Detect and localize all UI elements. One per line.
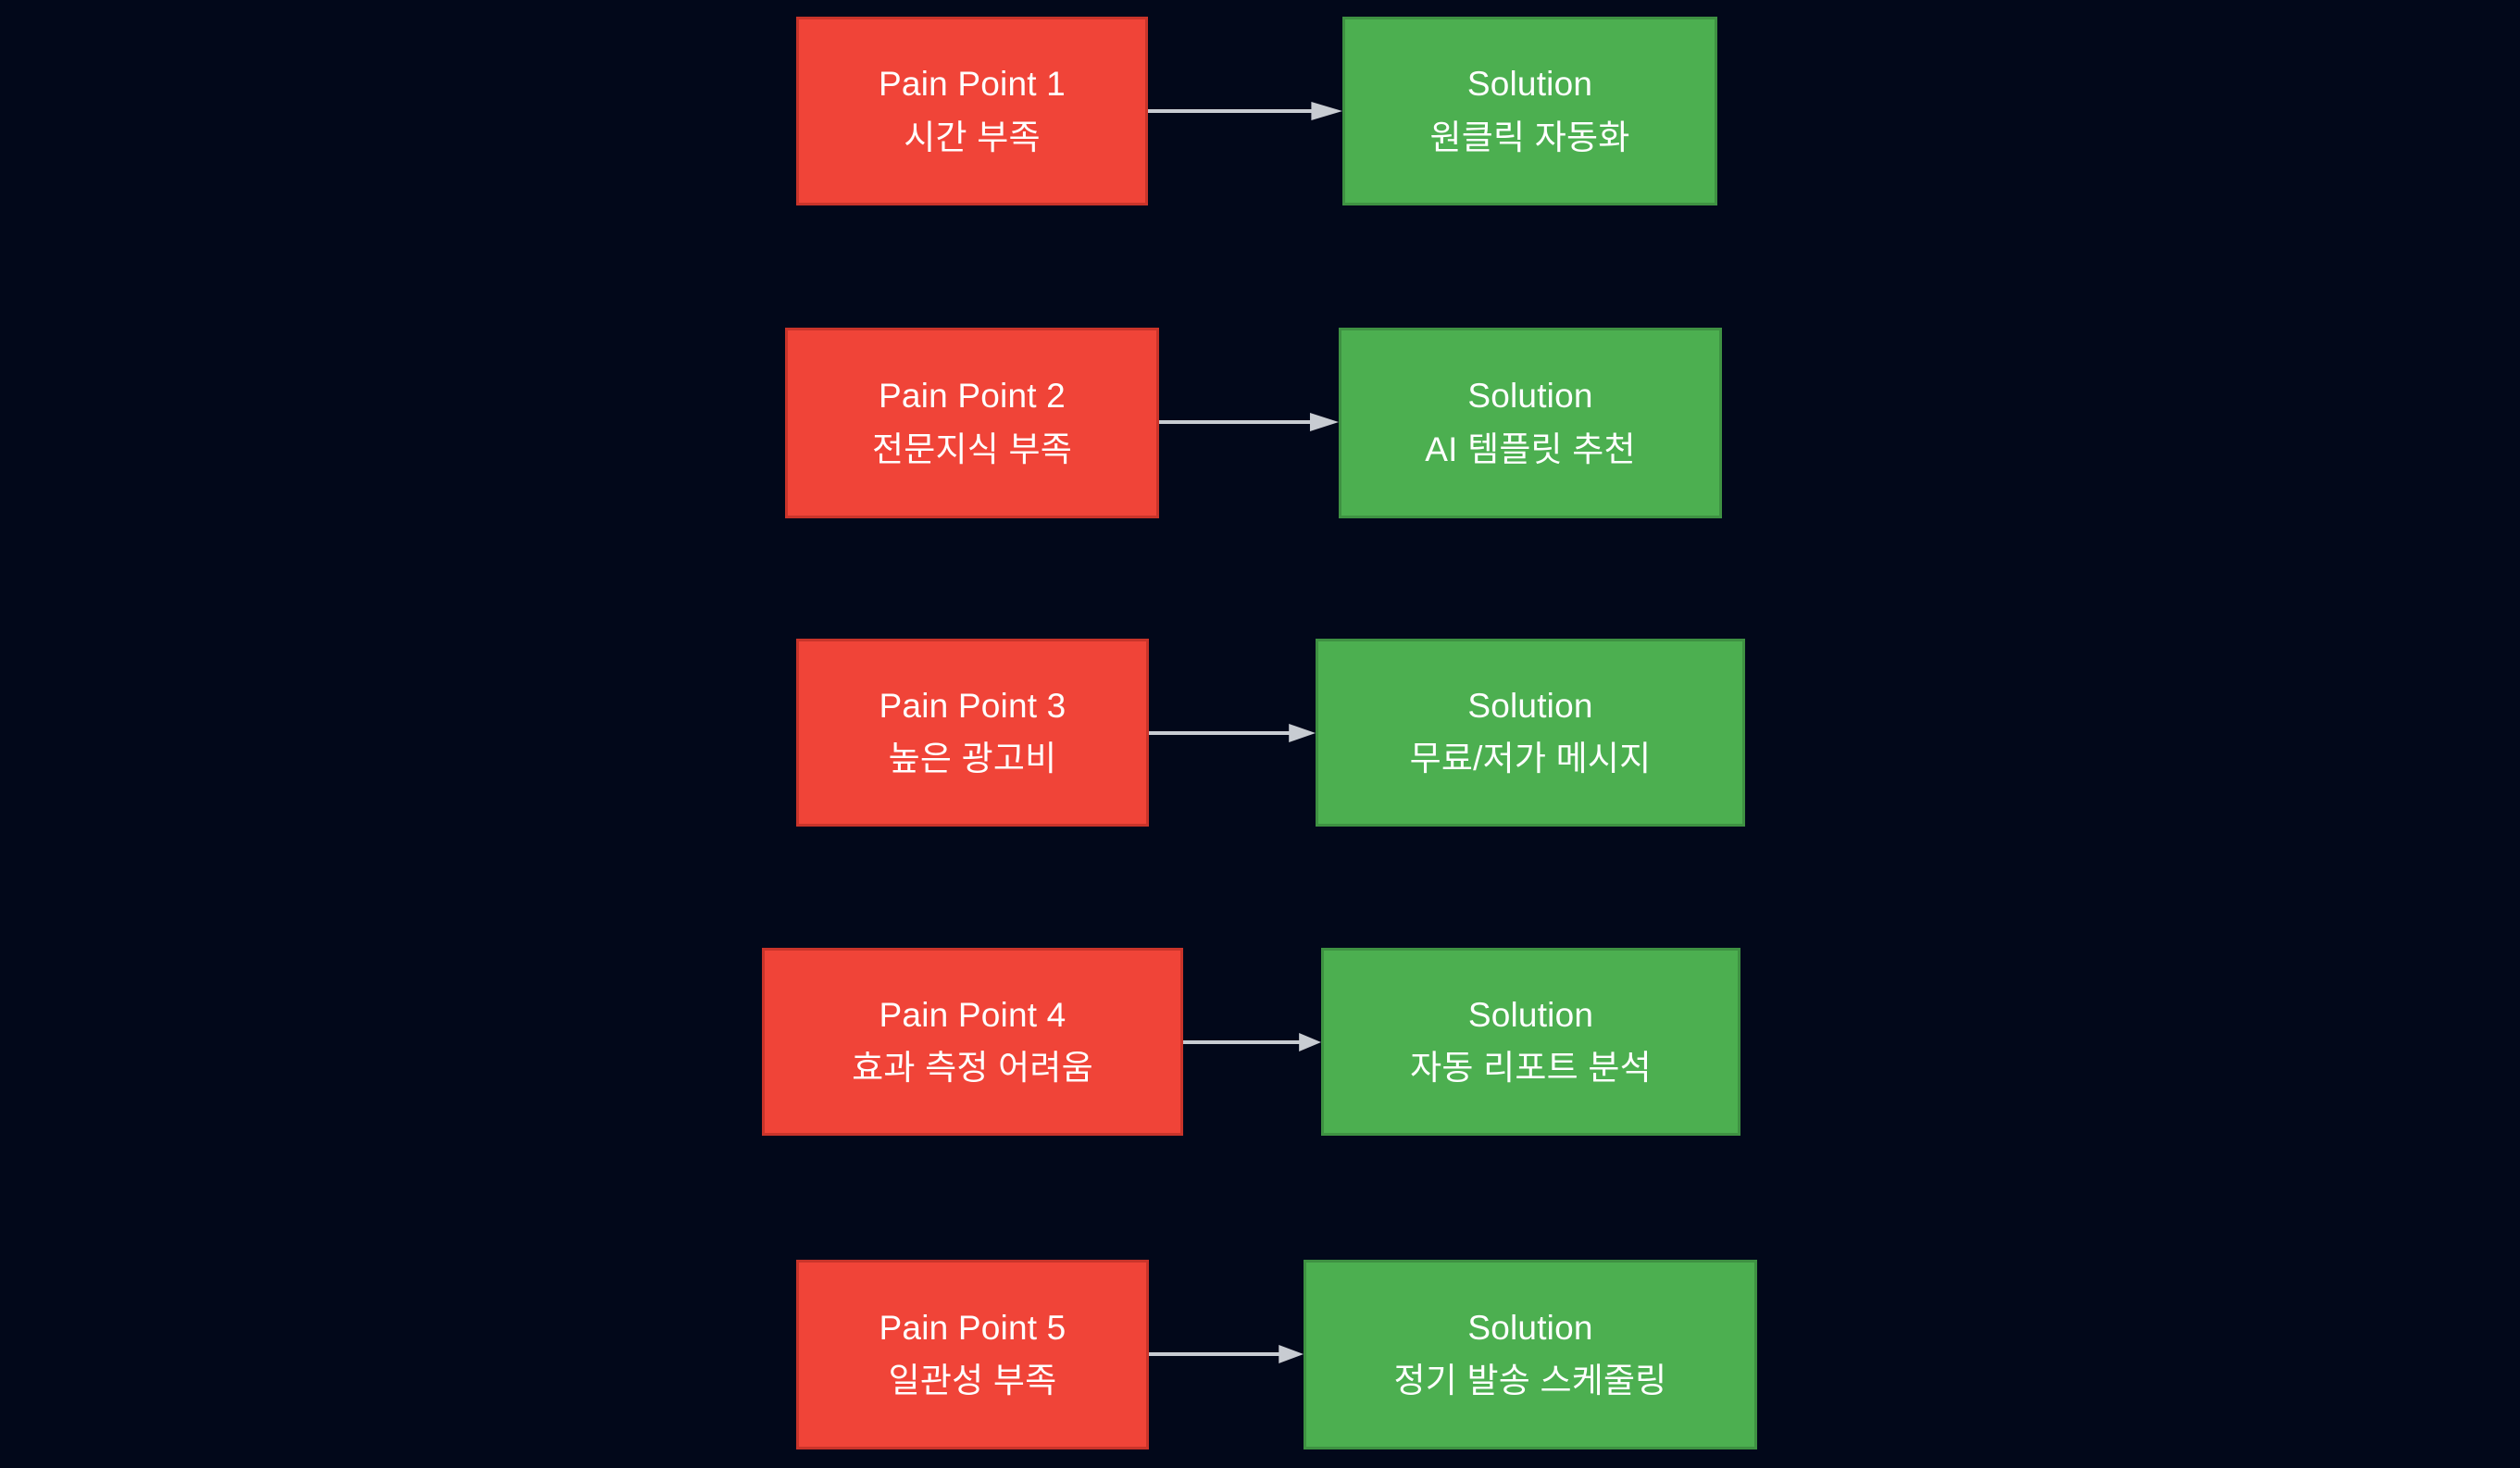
solution-detail-2: AI 템플릿 추천	[1425, 429, 1636, 468]
pain-point-detail-4: 효과 측정 어려움	[852, 1049, 1093, 1087]
arrow-icon	[1149, 724, 1316, 742]
solution-title-2: Solution	[1467, 377, 1593, 416]
arrow-connector-1	[1148, 93, 1342, 130]
arrow-connector-3	[1149, 715, 1316, 752]
arrow-connector-4	[1183, 1024, 1321, 1061]
pain-point-title-3: Pain Point 3	[879, 686, 1067, 725]
pain-point-node-2[interactable]: Pain Point 2 전문지식 부족	[785, 328, 1159, 518]
solution-title-5: Solution	[1467, 1308, 1593, 1347]
pain-point-detail-5: 일관성 부족	[888, 1362, 1057, 1400]
solution-title-4: Solution	[1467, 995, 1594, 1034]
pain-point-detail-2: 전문지식 부족	[872, 429, 1072, 468]
arrow-icon	[1159, 413, 1339, 431]
pain-point-title-2: Pain Point 2	[879, 377, 1066, 416]
solution-title-3: Solution	[1467, 686, 1593, 725]
pain-point-node-1[interactable]: Pain Point 1 시간 부족	[796, 17, 1148, 205]
pain-point-node-3[interactable]: Pain Point 3 높은 광고비	[796, 639, 1149, 827]
solution-title-1: Solution	[1466, 65, 1593, 104]
solution-node-5[interactable]: Solution 정기 발송 스케줄링	[1304, 1260, 1757, 1449]
solution-detail-4: 자동 리포트 분석	[1410, 1049, 1652, 1087]
arrow-connector-5	[1149, 1336, 1304, 1373]
pain-point-node-4[interactable]: Pain Point 4 효과 측정 어려움	[762, 948, 1183, 1136]
pain-point-title-5: Pain Point 5	[879, 1308, 1067, 1347]
pain-point-title-4: Pain Point 4	[879, 995, 1067, 1034]
pain-point-title-1: Pain Point 1	[879, 65, 1066, 104]
arrow-icon	[1149, 1345, 1304, 1363]
pain-point-node-5[interactable]: Pain Point 5 일관성 부족	[796, 1260, 1149, 1449]
arrow-icon	[1148, 102, 1342, 120]
solution-detail-5: 정기 발송 스케줄링	[1393, 1362, 1667, 1400]
pain-point-detail-3: 높은 광고비	[888, 740, 1057, 778]
solution-node-1[interactable]: Solution 원클릭 자동화	[1342, 17, 1717, 205]
solution-node-3[interactable]: Solution 무료/저가 메시지	[1316, 639, 1745, 827]
solution-detail-1: 원클릭 자동화	[1429, 118, 1630, 156]
solution-node-2[interactable]: Solution AI 템플릿 추천	[1339, 328, 1722, 518]
pain-point-detail-1: 시간 부족	[904, 118, 1041, 156]
solution-node-4[interactable]: Solution 자동 리포트 분석	[1321, 948, 1740, 1136]
arrow-icon	[1183, 1033, 1321, 1051]
arrow-connector-2	[1159, 404, 1339, 441]
solution-detail-3: 무료/저가 메시지	[1409, 740, 1652, 778]
